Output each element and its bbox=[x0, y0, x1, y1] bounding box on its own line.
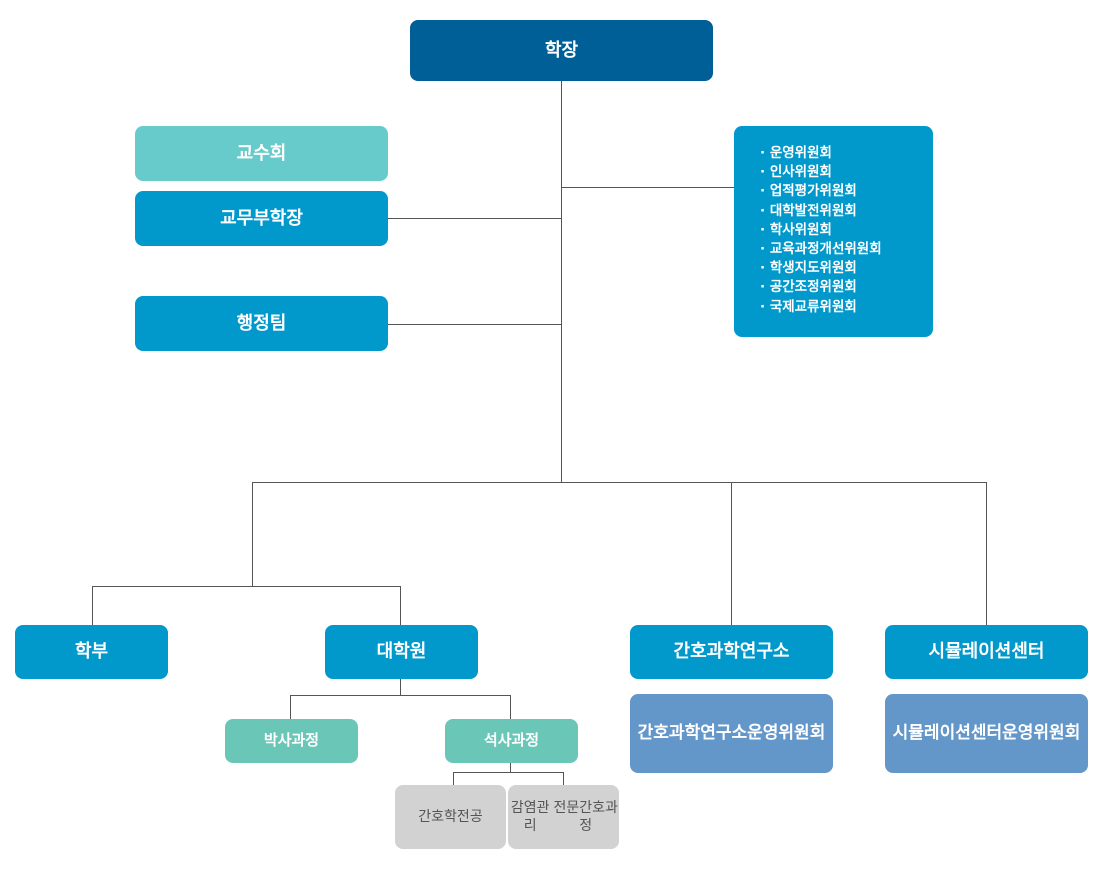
committee-item: 운영위원회 bbox=[760, 144, 933, 163]
institute-committee-line2: 운영위원회 bbox=[747, 723, 826, 744]
doctoral-course-box: 박사과정 bbox=[225, 719, 358, 763]
faculty-council-box: 교수회 bbox=[135, 126, 388, 181]
nursing-major-box: 간호학전공 bbox=[395, 785, 506, 849]
masters-course-box: 석사과정 bbox=[445, 719, 578, 763]
committee-list-box: 운영위원회 인사위원회 업적평가위원회 대학발전위원회 학사위원회 교육과정개선… bbox=[734, 126, 933, 337]
committee-item: 업적평가위원회 bbox=[760, 182, 933, 201]
institute-committee-line1: 간호과학연구소 bbox=[637, 723, 748, 744]
committee-item: 학생지도위원회 bbox=[760, 259, 933, 278]
center-committee-line1: 시뮬레이션센터 bbox=[892, 723, 1003, 744]
infection-control-line1: 감염관리 bbox=[510, 799, 550, 834]
president-box: 학장 bbox=[410, 20, 713, 81]
undergraduate-box: 학부 bbox=[15, 625, 168, 679]
committee-item: 학사위원회 bbox=[760, 221, 933, 240]
center-committee-line2: 운영위원회 bbox=[1002, 723, 1081, 744]
committee-item: 국제교류위원회 bbox=[760, 298, 933, 317]
graduate-school-box: 대학원 bbox=[325, 625, 478, 679]
committee-item: 교육과정개선위원회 bbox=[760, 240, 933, 259]
admin-team-box: 행정팀 bbox=[135, 296, 388, 351]
committee-item: 인사위원회 bbox=[760, 163, 933, 182]
committee-item: 대학발전위원회 bbox=[760, 202, 933, 221]
infection-control-line2: 전문간호과정 bbox=[553, 799, 618, 834]
simulation-center-box: 시뮬레이션센터 bbox=[885, 625, 1088, 679]
institute-committee-box: 간호과학연구소 운영위원회 bbox=[630, 694, 833, 773]
infection-control-box: 감염관리 전문간호과정 bbox=[508, 785, 619, 849]
center-committee-box: 시뮬레이션센터 운영위원회 bbox=[885, 694, 1088, 773]
committee-item: 공간조정위원회 bbox=[760, 278, 933, 297]
nursing-institute-box: 간호과학연구소 bbox=[630, 625, 833, 679]
vice-dean-box: 교무부학장 bbox=[135, 191, 388, 246]
